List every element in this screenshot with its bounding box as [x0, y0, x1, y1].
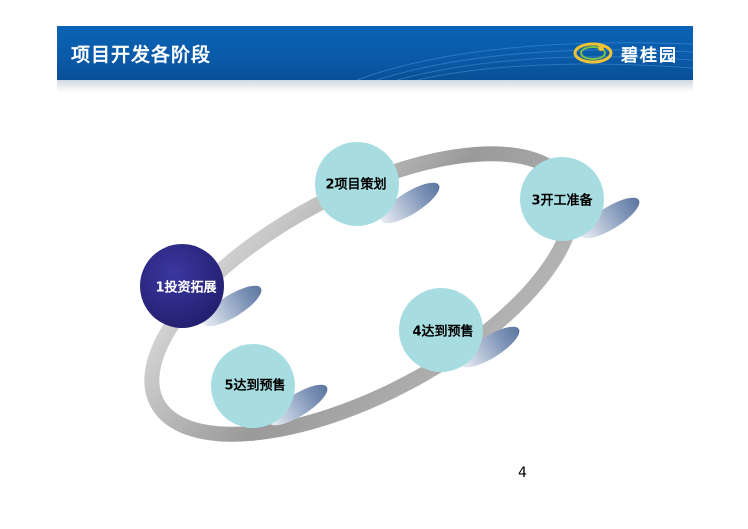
- stage-label-4: 4达到预售: [412, 324, 474, 340]
- page-title: 项目开发各阶段: [71, 44, 212, 66]
- page-number: 4: [518, 465, 527, 481]
- stage-label-5: 5达到预售: [224, 378, 286, 394]
- header-shadow: [57, 80, 693, 92]
- node-shadow-5: [268, 384, 328, 426]
- company-logo-icon: [573, 42, 613, 64]
- header-bar: 项目开发各阶段 碧桂园: [57, 26, 693, 80]
- stage-node-2: [315, 142, 399, 226]
- stage-node-1: [140, 244, 224, 328]
- node-shadow-3: [580, 197, 640, 239]
- node-shadow-2: [380, 182, 440, 224]
- stage-node-4: [399, 288, 483, 372]
- company-logo-text: 碧桂园: [621, 46, 678, 66]
- stage-node-3: [520, 157, 604, 241]
- stage-label-3: 3开工准备: [531, 193, 593, 209]
- node-shadow-4: [460, 326, 520, 368]
- stage-label-1: 1投资拓展: [155, 280, 217, 296]
- stage-node-5: [211, 344, 295, 428]
- header-swoosh-decoration: [356, 42, 693, 80]
- stage-label-2: 2项目策划: [325, 177, 387, 193]
- node-shadow-1: [202, 285, 262, 327]
